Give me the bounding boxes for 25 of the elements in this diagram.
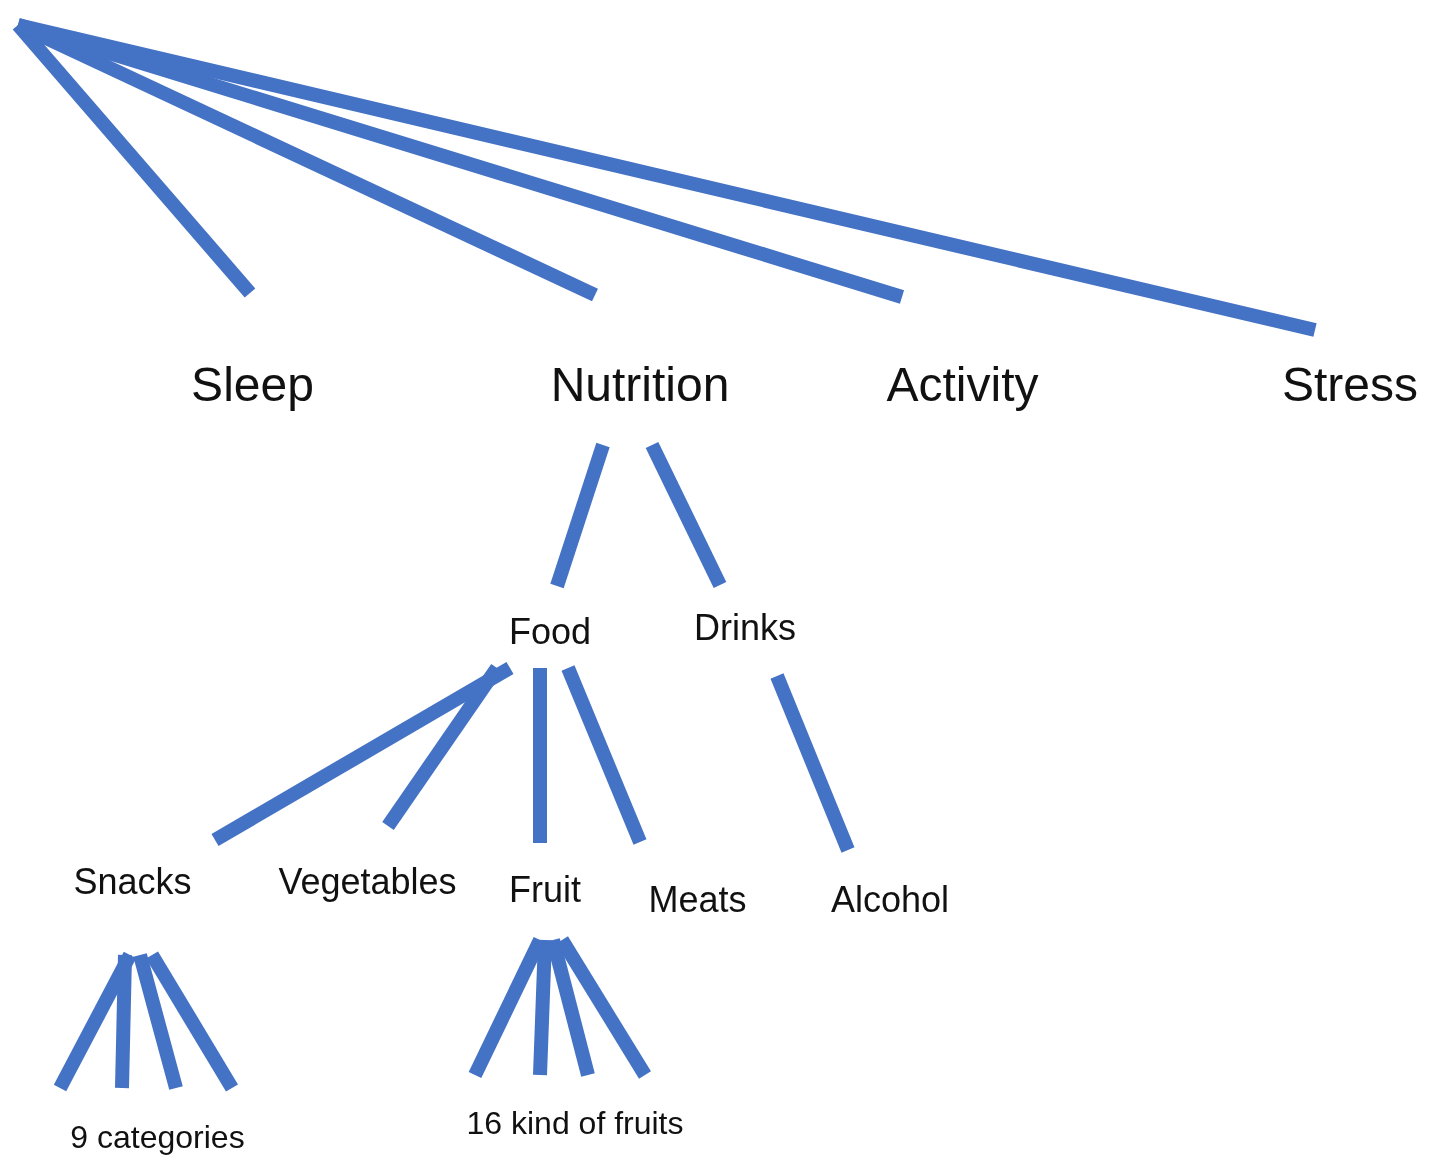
node-label: Alcohol xyxy=(830,882,950,918)
connector-line xyxy=(770,673,855,853)
connector-line xyxy=(211,661,514,847)
connector-line xyxy=(115,954,132,1089)
connector-line xyxy=(550,442,610,589)
node-label: Food xyxy=(508,614,592,650)
node-label: 9 categories xyxy=(70,1121,245,1153)
node-label: Nutrition xyxy=(550,361,730,409)
node-label: 16 kind of fruits xyxy=(466,1107,684,1139)
node-label: Stress xyxy=(1282,361,1418,409)
connector-line xyxy=(533,668,547,843)
node-label: Drinks xyxy=(694,610,796,646)
node-label: Vegetables xyxy=(278,864,457,900)
connector-line xyxy=(133,953,183,1090)
node-label: Activity xyxy=(886,361,1039,409)
connector-line xyxy=(53,951,137,1092)
connector-line xyxy=(533,939,552,1076)
node-label: Snacks xyxy=(73,864,192,900)
connector-line xyxy=(645,441,727,589)
node-label: Meats xyxy=(648,882,747,918)
connector-line xyxy=(16,18,1317,337)
node-label: Sleep xyxy=(191,361,314,409)
connector-line xyxy=(561,665,647,845)
node-label: Fruit xyxy=(509,872,581,908)
connector-line xyxy=(146,951,238,1092)
